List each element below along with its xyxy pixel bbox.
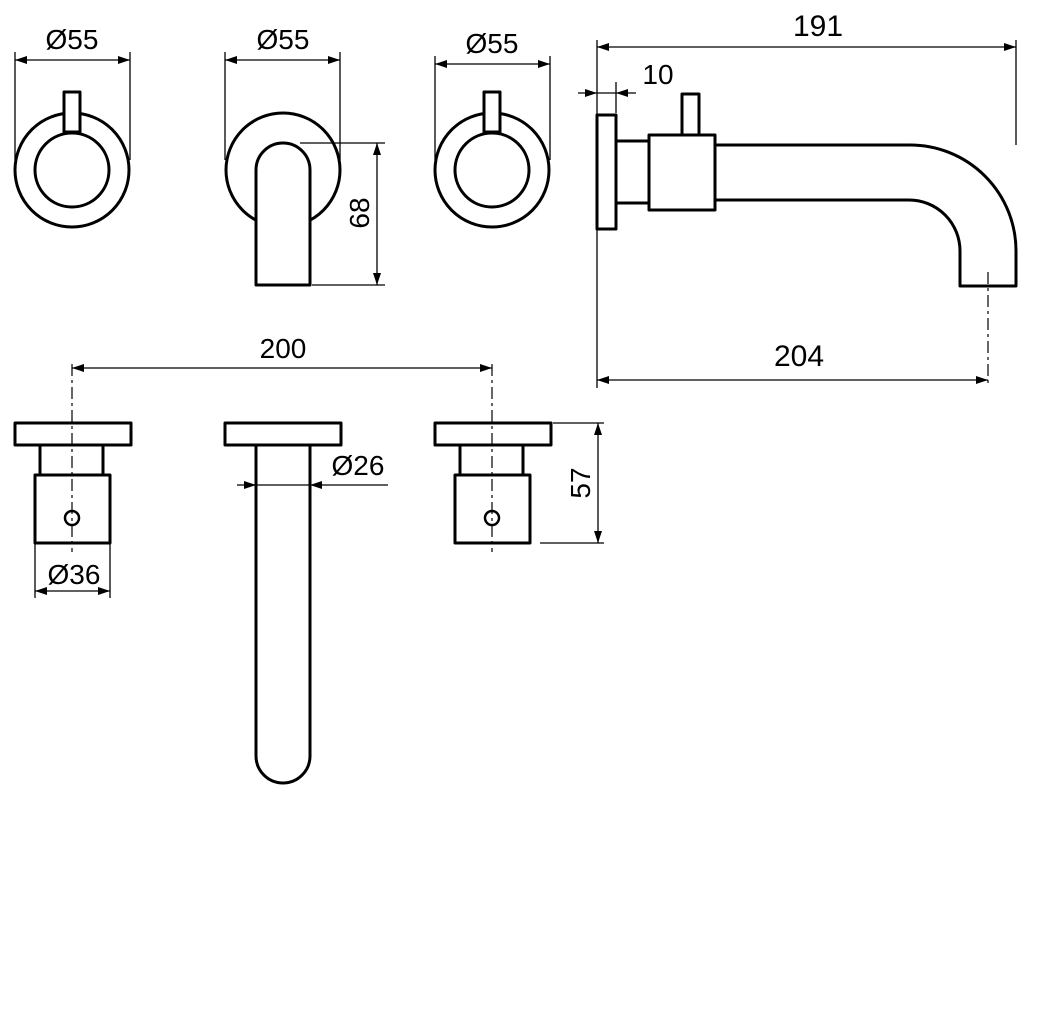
spout-height-label: 68 — [344, 197, 375, 228]
side-plate-thickness-label: 10 — [642, 59, 673, 90]
side-outlet-length-label: 204 — [774, 340, 824, 373]
top-left-diameter-label: Ø55 — [46, 24, 99, 55]
top-right-diameter-label: Ø55 — [466, 28, 519, 59]
bottom-centers-label: 200 — [260, 333, 307, 364]
valve-depth-label: 57 — [565, 467, 596, 498]
top-middle-diameter-label: Ø55 — [257, 24, 310, 55]
top-view-assembly: 200 Ø36 Ø26 — [13, 333, 604, 785]
valve-body-diameter-label: Ø36 — [48, 559, 101, 590]
side-overall-length-label: 191 — [793, 10, 843, 43]
front-view-right-handle: Ø55 — [433, 28, 551, 229]
front-view-left-handle: Ø55 — [13, 24, 131, 229]
spout-diameter-label: Ø26 — [332, 450, 385, 481]
top-view-left-valve: Ø36 — [13, 364, 133, 598]
side-view-spout: 191 10 204 — [578, 10, 1018, 388]
top-view-right-valve: 57 — [433, 364, 604, 552]
top-view-spout: Ø26 — [223, 421, 388, 785]
front-view-spout: Ø55 68 — [224, 24, 385, 287]
